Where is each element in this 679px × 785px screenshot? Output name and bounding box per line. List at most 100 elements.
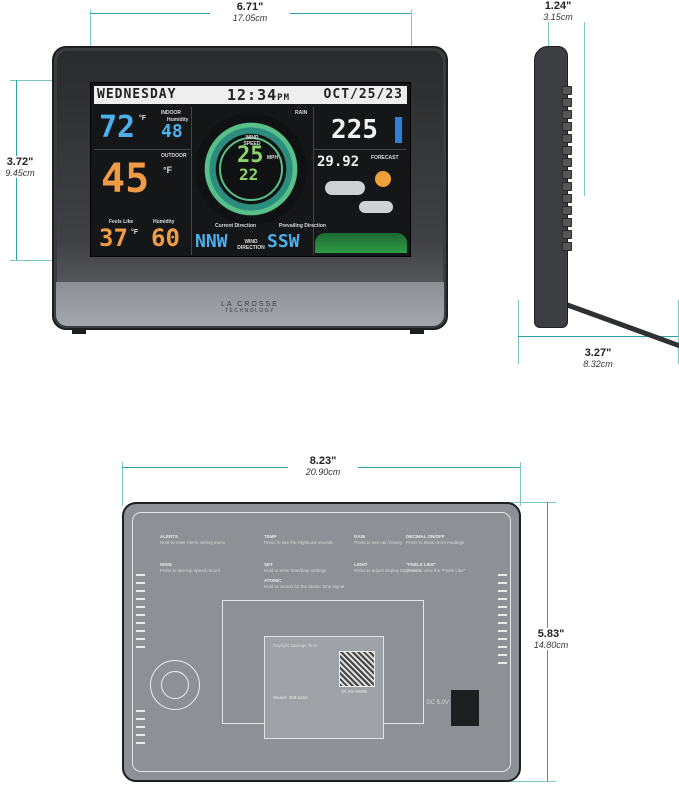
vent-slot xyxy=(136,622,145,624)
side-rib xyxy=(562,158,572,167)
rain-value: 225 xyxy=(331,115,378,145)
front-foot-right xyxy=(410,328,424,334)
vent-slot xyxy=(498,574,507,576)
back-width-ext-left xyxy=(122,462,123,506)
vent-slot xyxy=(136,574,145,576)
outdoor-temp: 45 xyxy=(101,156,150,202)
back-height-ext-bottom xyxy=(508,781,556,782)
label-title: Daylight Savings Time xyxy=(273,643,318,648)
feels-like-unit: °F xyxy=(131,229,139,236)
feels-like: 37 xyxy=(99,224,128,252)
screen-divider-right-h xyxy=(313,149,407,150)
qr-code-icon xyxy=(339,651,375,687)
prevailing-direction-label: Prevailing Direction xyxy=(279,223,326,229)
wind-direction-label: WIND DIRECTION xyxy=(237,239,265,251)
back-inset-outline xyxy=(132,512,511,772)
side-rib xyxy=(562,218,572,227)
vent-slot xyxy=(498,590,507,592)
display-day: WEDNESDAY xyxy=(97,87,177,102)
wind-speed: 25 xyxy=(237,143,264,168)
back-height-ext-top xyxy=(508,502,556,503)
front-height-label: 3.72" 9.45cm xyxy=(0,156,40,178)
wind-unit: MPH xyxy=(267,155,279,161)
vent-slot xyxy=(136,638,145,640)
side-rib xyxy=(562,230,572,239)
side-rib xyxy=(562,122,572,131)
label-scan: SCAN HERE xyxy=(341,689,368,694)
vent-slot xyxy=(498,606,507,608)
indoor-label: INDOOR xyxy=(161,110,181,116)
vent-slot xyxy=(136,710,145,712)
front-silver-base: LA CROSSE TECHNOLOGY xyxy=(56,282,444,326)
display-time: 12:34PM xyxy=(227,86,290,104)
vent-slot xyxy=(498,614,507,616)
indoor-humidity-label: Humidity xyxy=(167,117,189,123)
vent-slot xyxy=(136,614,145,616)
cloud-sun-icon xyxy=(359,201,393,213)
side-top-ext-right xyxy=(584,8,585,196)
wind-compass xyxy=(195,113,307,225)
wind-compass-inner xyxy=(219,137,283,201)
side-rib xyxy=(562,86,572,95)
vent-slot xyxy=(498,662,507,664)
display-date: OCT/25/23 xyxy=(323,87,403,102)
vent-slot xyxy=(136,598,145,600)
side-rib xyxy=(562,146,572,155)
side-bottom-line xyxy=(518,336,678,337)
side-rib xyxy=(562,242,572,251)
vent-slot xyxy=(498,582,507,584)
vent-slot xyxy=(136,582,145,584)
vent-slot xyxy=(498,638,507,640)
rain-label: RAIN xyxy=(295,110,308,116)
brand-logo: LA CROSSE TECHNOLOGY xyxy=(221,301,279,314)
back-feels-like: "FEELS LIKE"Press to view the "Feels Lik… xyxy=(406,562,466,573)
back-width-ext-right xyxy=(520,462,521,506)
wind-speed-label: WIND SPEED xyxy=(243,135,261,147)
landscape-icon xyxy=(315,233,407,253)
vent-slot xyxy=(498,630,507,632)
display-top-bar: WEDNESDAY 12:34PM OCT/25/23 xyxy=(94,86,407,104)
pressure: 29.92 xyxy=(317,154,360,170)
cloud-icon xyxy=(325,181,365,195)
outdoor-humidity: 60 xyxy=(151,224,180,252)
front-width-label: 6.71" 17.05cm xyxy=(210,1,290,23)
feels-like-label: Feels Like xyxy=(109,219,134,225)
side-bottom-ext-left xyxy=(518,300,519,364)
back-width-label: 8.23" 20.90cm xyxy=(288,455,358,477)
screen-divider-right xyxy=(313,107,314,255)
battery-compartment-icon xyxy=(150,660,200,710)
outdoor-temp-unit: °F xyxy=(163,165,173,175)
outdoor-humidity-label: Humidity xyxy=(153,219,175,225)
vent-slot xyxy=(498,598,507,600)
side-bottom-label: 3.27" 8.32cm xyxy=(583,347,613,369)
side-rib xyxy=(562,110,572,119)
indoor-temp-unit: °F xyxy=(139,115,147,122)
current-direction: NNW xyxy=(195,231,228,252)
side-rib xyxy=(562,194,572,203)
front-view: LA CROSSE TECHNOLOGY WEDNESDAY 12:34PM O… xyxy=(52,46,448,334)
side-view xyxy=(522,46,679,349)
back-height-label: 5.83" 14.80cm xyxy=(526,628,576,650)
side-rib xyxy=(562,98,572,107)
vent-slot xyxy=(136,590,145,592)
wind-gust: 22 xyxy=(239,165,259,184)
rain-gauge xyxy=(395,117,402,143)
side-top-ext-left xyxy=(548,8,549,54)
current-direction-label: Current Direction xyxy=(215,223,257,229)
vent-slot xyxy=(136,734,145,736)
vent-slot xyxy=(136,726,145,728)
vent-slot xyxy=(136,718,145,720)
screen-divider-left xyxy=(191,107,192,255)
vent-slot xyxy=(136,606,145,608)
indoor-temp: 72 xyxy=(99,110,136,145)
vent-slot xyxy=(136,742,145,744)
